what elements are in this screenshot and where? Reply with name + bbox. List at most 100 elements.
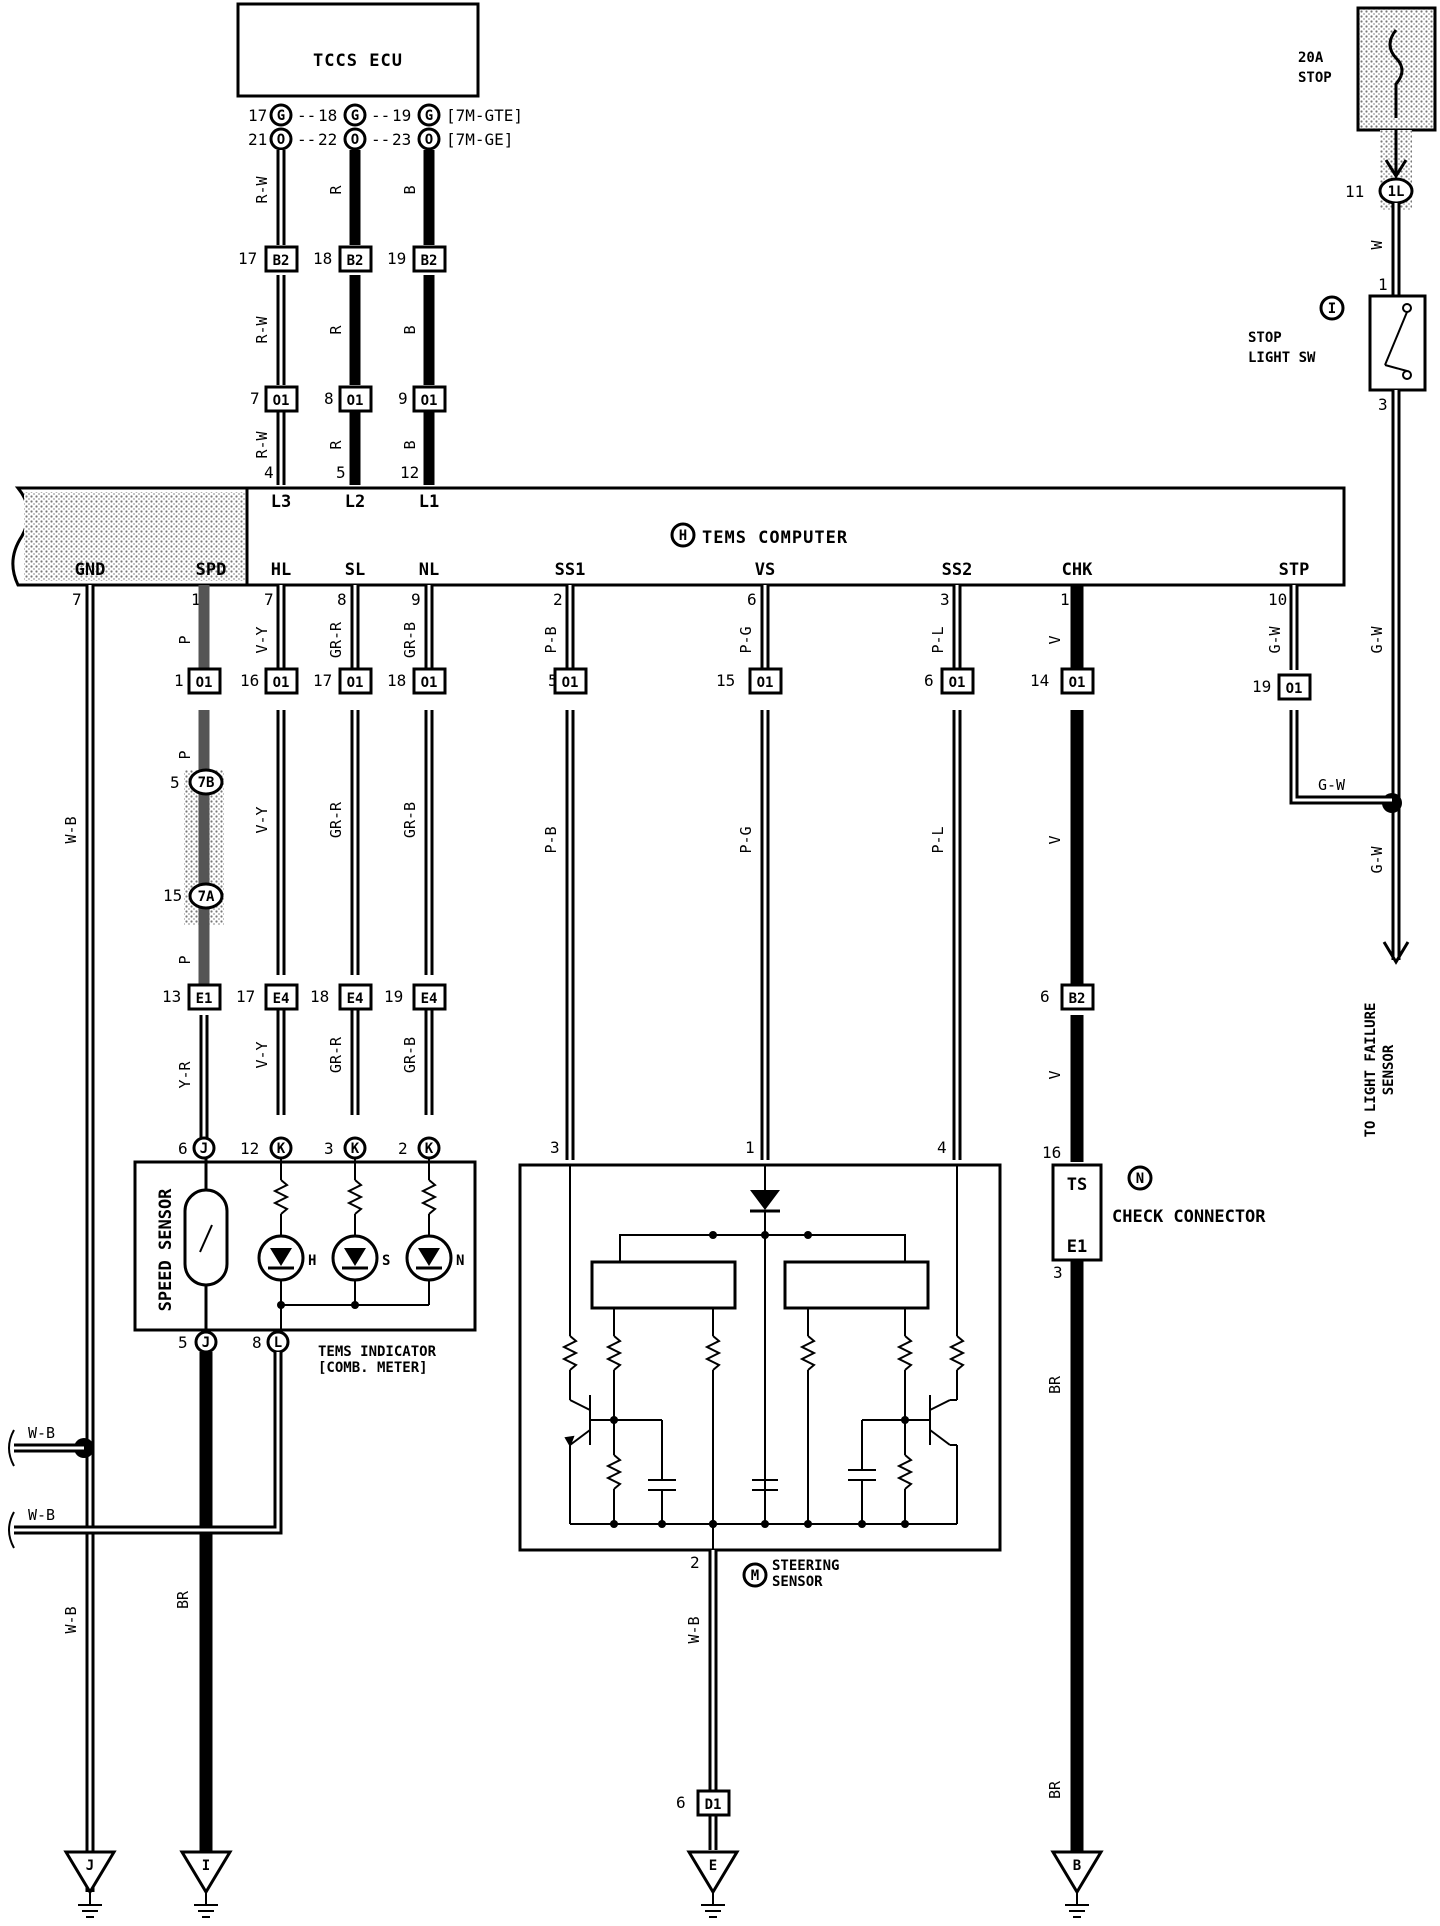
o1-conn-sl: O1 [347,675,364,691]
gnd-wire-color-lower: W-B [62,1606,80,1633]
wire-color-b-1: B [401,185,419,194]
nl-color-2: GR-B [401,802,419,838]
light-failure-label-2: SENSOR [1381,1044,1397,1095]
e4-pin-18: 18 [310,987,329,1006]
computer-pin-chk: 1 [1060,590,1070,609]
ecu-pin-row-1: 17 G -- 18 G -- 19 G [7M-GTE] [248,103,523,127]
ecu-dash-1: -- [297,106,316,125]
led-h-icon: H [257,1158,316,1305]
gnd-side-b-color: W-B [28,1506,55,1524]
ss1-color-2: P-B [542,826,560,853]
ecu-dash-3: -- [297,130,316,149]
hl-sl-nl-wires: V-Y GR-R GR-B V-Y GR-R GR-B V-Y GR-R GR-… [253,585,434,1115]
hl-color-1: V-Y [253,626,271,653]
stp-branch-color: G-W [1318,776,1346,794]
stp-color-1: G-W [1266,625,1284,653]
steer-pin-1: 1 [745,1138,755,1157]
vs-color-2: P-G [737,826,755,853]
top-wire-color-labels: R-W R B R-W R B R-W R B [253,175,419,458]
chk-wire: V V V 14 O1 6 B2 16 [1030,585,1095,1162]
term-pin-5: 5 [178,1333,188,1352]
tems-indicator-label: TEMS INDICATOR[COMB. METER] [318,1344,437,1376]
check-pin-3: 3 [1053,1263,1063,1282]
check-e1-label: E1 [1067,1237,1087,1257]
ground-b: B [1050,1850,1104,1918]
o1-pin-16: 16 [240,671,259,690]
fuse-label-1: 20A [1298,50,1324,66]
computer-pin-spd: 1 [191,590,201,609]
computer-label-chk: CHK [1062,560,1093,580]
computer-pin-stp: 10 [1268,590,1287,609]
wire-color-b-3: B [401,440,419,449]
computer-label-ss2: SS2 [942,560,973,580]
light-failure-label-1: TO LIGHT FAILURE [1363,1003,1379,1138]
ss1-color-1: P-B [542,626,560,653]
ecu-pin-23: 23 [392,130,411,149]
computer-pin-4: 4 [264,463,274,482]
gnd-wire: W-B W-B W-B W-B [8,585,95,1892]
steer-pin-2: 2 [690,1553,700,1572]
ecu-note-gte: [7M-GTE] [446,106,523,125]
computer-label-spd: SPD [196,560,227,580]
computer-pin-hl: 7 [264,590,274,609]
computer-pin-ss1: 2 [553,590,563,609]
ground-i-label: I [202,1858,210,1874]
spd-ground-color: BR [174,1590,192,1609]
tems-indicator: SPEED SENSOR H S [133,1158,477,1376]
spd-ground-wire: BR [90,1352,283,1860]
chk-color-2: V [1046,835,1064,844]
term-pin-3: 3 [324,1139,334,1158]
o1-conn-hl: O1 [273,675,290,691]
term-k-2: K [351,1141,360,1157]
conn-7a: 7A [198,889,215,905]
sl-color-1: GR-R [327,621,345,658]
o1-conn-nl: O1 [421,675,438,691]
check-connector-label: CHECK CONNECTOR [1112,1207,1266,1227]
term-j-bottom: J [202,1335,210,1351]
wire-color-rw-2: R-W [253,315,271,343]
computer-label-vs: VS [755,560,775,580]
steer-pin-3: 3 [550,1138,560,1157]
led-n-icon: N [405,1158,464,1305]
wire-color-rw-1: R-W [253,175,271,203]
b2-pin-17: 17 [238,249,257,268]
steering-sensor-code: M [751,1568,759,1584]
stop-pin-1: 1 [1378,275,1388,294]
indicator-terminals: 6 J 12 K 3 K 2 K [178,1136,441,1160]
speed-sensor-label: SPEED SENSOR [156,1188,176,1312]
spd-pin-7a: 15 [163,886,182,905]
ground-e-label: E [709,1858,717,1874]
o1-conn-top-1: O1 [273,393,290,409]
led-s-label: S [382,1253,390,1269]
check-ts-label: TS [1067,1175,1087,1195]
ecu-conn-o2: O [351,132,359,148]
ecu-conn-o1: O [277,132,285,148]
stop-out-color: G-W [1368,625,1386,653]
ecu-pin-19: 19 [392,106,411,125]
ground-e: E [686,1850,740,1918]
spd-color-2: P [176,750,194,759]
term-pin-6: 6 [178,1139,188,1158]
o1-conn-top-3: O1 [421,393,438,409]
spd-color-yr: Y-R [176,1060,194,1088]
gnd-side-a-color: W-B [28,1424,55,1442]
tccs-ecu: TCCS ECU [236,2,480,98]
conn-7b: 7B [198,775,215,791]
d1-pin-6: 6 [676,1793,686,1812]
fuse-pin-11: 11 [1345,182,1364,201]
e4-conn-3: E4 [421,991,438,1007]
e4-pin-17: 17 [236,987,255,1006]
e-connector-row: 13 E1 17 E4 18 E4 19 E4 [162,983,447,1011]
spd-color-3: P [176,955,194,964]
o1-top-connector-row: 7 O1 8 O1 9 O1 [250,385,447,413]
computer-label-l1: L1 [419,492,439,512]
wire-color-r-2: R [327,325,345,335]
b2-conn-1: B2 [273,253,290,269]
stp-wires: G-W G-W G-W G-W 19 O1 TO LIGHT FAILURE S… [1252,390,1410,1138]
o1-pin-15: 15 [716,671,735,690]
hall-ic-left [590,1260,737,1310]
o1-pin-17: 17 [313,671,332,690]
o1-conn-vs: O1 [757,675,774,691]
o1-pin-1: 1 [174,671,184,690]
